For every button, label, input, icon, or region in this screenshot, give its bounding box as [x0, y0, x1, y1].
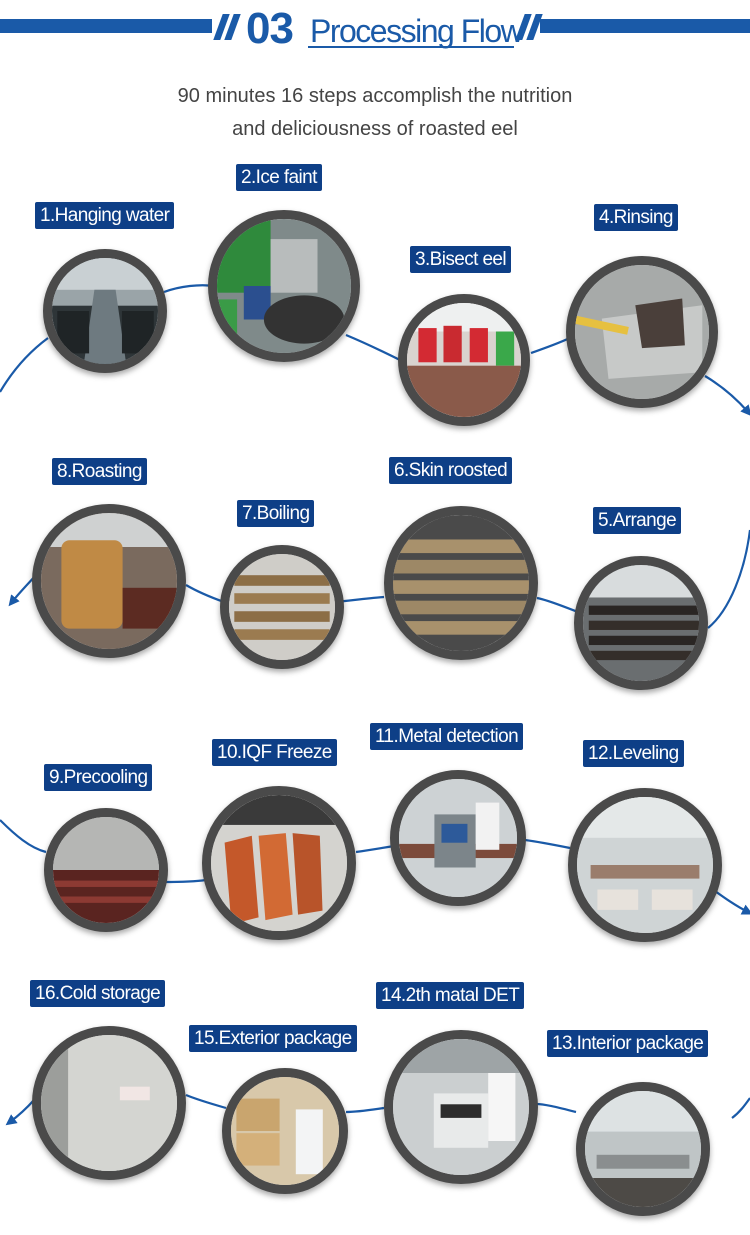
bisect-eel-photo	[398, 294, 530, 426]
precooling-photo	[44, 808, 168, 932]
step-label: 10.IQF Freeze	[212, 739, 337, 766]
section-title: Processing Flow	[310, 13, 524, 49]
exterior-package-photo	[222, 1068, 348, 1194]
step-label: 8.Roasting	[52, 458, 147, 485]
step-label: 5.Arrange	[593, 507, 682, 534]
hanging-water-photo	[43, 249, 167, 373]
header-bar-left	[0, 19, 212, 33]
step-label: 2.Ice faint	[236, 164, 322, 191]
step-label: 11.Metal detection	[370, 723, 524, 750]
leveling-photo	[568, 788, 722, 942]
interior-package-photo	[576, 1082, 710, 1216]
arrange-photo	[574, 556, 708, 690]
section-number: 03	[246, 4, 294, 53]
step-label: 1.Hanging water	[35, 202, 175, 229]
subtitle-line-2: and deliciousness of roasted eel	[232, 118, 518, 140]
ice-faint-photo	[208, 210, 360, 362]
metal-det-photo	[384, 1030, 538, 1184]
subtitle: 90 minutes 16 steps accomplish the nutri…	[0, 80, 750, 146]
title-underline	[308, 46, 514, 48]
rinsing-photo	[566, 256, 718, 408]
metal-detection-photo	[390, 770, 526, 906]
skin-roasted-photo	[384, 506, 538, 660]
step-label: 15.Exterior package	[189, 1025, 357, 1052]
boiling-photo	[220, 545, 344, 669]
step-label: 7.Boiling	[237, 500, 315, 527]
cold-storage-photo	[32, 1026, 186, 1180]
roasting-photo	[32, 504, 186, 658]
step-label: 6.Skin roosted	[389, 457, 513, 484]
step-label: 12.Leveling	[583, 740, 684, 767]
step-label: 4.Rinsing	[594, 204, 678, 231]
iqf-freeze-photo	[202, 786, 356, 940]
subtitle-line-1: 90 minutes 16 steps accomplish the nutri…	[177, 85, 573, 107]
header-bar-right	[540, 19, 750, 33]
step-label: 3.Bisect eel	[410, 246, 512, 273]
step-label: 16.Cold storage	[30, 980, 166, 1007]
step-label: 14.2th matal DET	[376, 982, 525, 1009]
step-label: 9.Precooling	[44, 764, 153, 791]
step-label: 13.Interior package	[547, 1030, 709, 1057]
